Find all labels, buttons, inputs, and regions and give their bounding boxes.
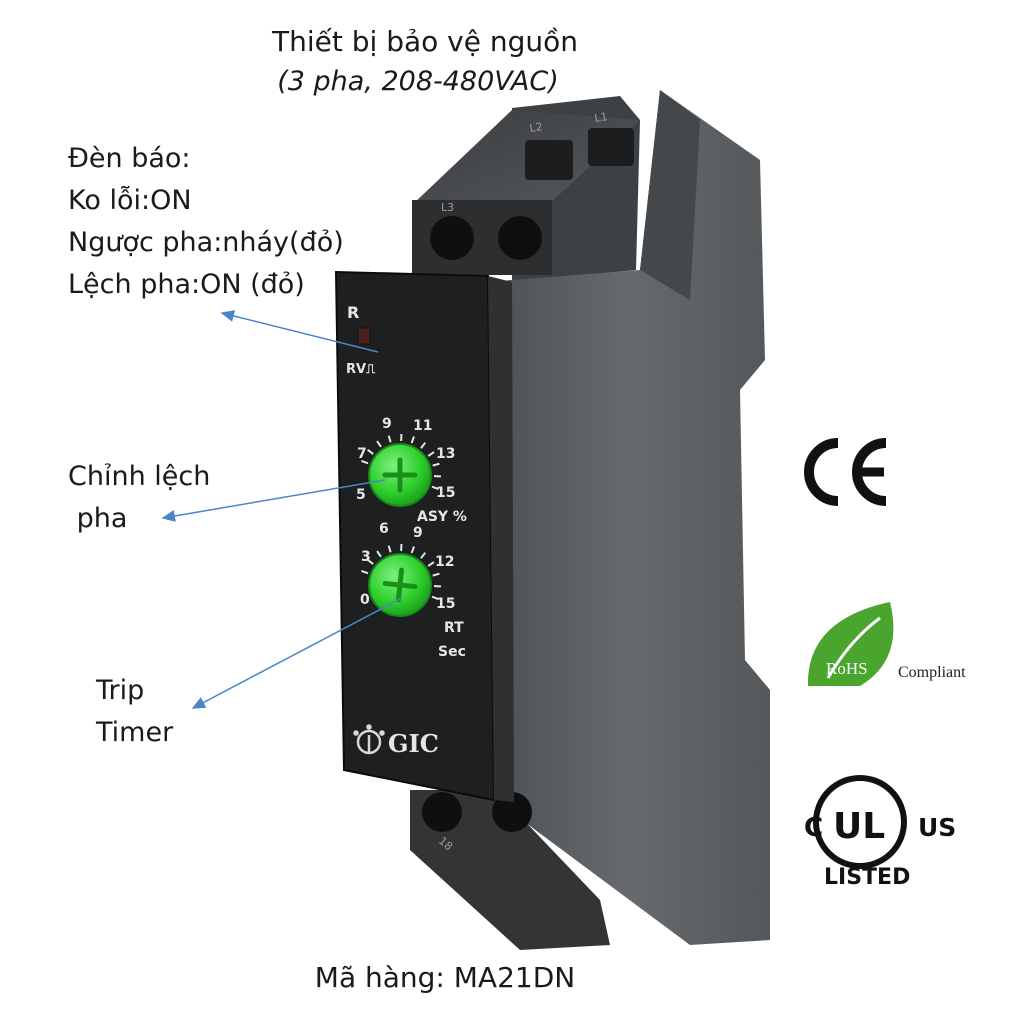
- terminal-label-l1: L1: [594, 110, 609, 125]
- rt-adjust-knob[interactable]: [368, 553, 432, 617]
- indicator-line: Ngược pha:nháy(đỏ): [68, 227, 344, 258]
- asy-scale-label: 11: [413, 418, 432, 434]
- indicator-line: Lệch pha:ON (đỏ): [68, 269, 305, 300]
- indicator-callout-arrow: [220, 310, 379, 353]
- rohs-mark: RoHS Compliant: [807, 602, 966, 686]
- terminal-screw-hole: [498, 216, 542, 260]
- dial-tick: [387, 545, 392, 553]
- dial-tick: [427, 451, 435, 457]
- asymmetry-line: Chỉnh lệch: [68, 461, 211, 492]
- ul-mark-label: UL: [833, 806, 885, 847]
- housing-rib: [640, 90, 700, 300]
- gic-logo-icon: [353, 724, 385, 755]
- dial-tick: [432, 462, 440, 467]
- bottom-terminal: [410, 790, 610, 950]
- asy-scale-label: 13: [436, 446, 455, 462]
- dial-tick: [367, 558, 374, 565]
- ul-c-label: C: [804, 813, 823, 843]
- title: Thiết bị bảo vệ nguồn: [272, 25, 578, 58]
- rohs-label: RoHS: [826, 659, 868, 678]
- terminal-label-l2: L2: [529, 120, 544, 135]
- dial-tick: [376, 550, 382, 558]
- dial-tick: [361, 570, 369, 575]
- rt-scale-label: 6: [379, 521, 389, 537]
- rt-caption: RT: [444, 620, 464, 636]
- rt-dial-ticks: [361, 543, 442, 600]
- asy-scale-label: 15: [436, 485, 455, 501]
- trip-timer-line: Trip: [96, 675, 145, 706]
- led-label: R: [347, 303, 359, 322]
- rohs-compliant-label: Compliant: [898, 664, 966, 681]
- dial-tick: [432, 572, 440, 577]
- asy-caption: ASY %: [417, 509, 467, 525]
- asy-scale-label: 9: [382, 416, 392, 432]
- rt-scale-label: 3: [361, 549, 371, 565]
- dial-tick: [376, 440, 382, 448]
- terminal-screw-hole: [422, 792, 462, 832]
- indicator-legend: Đèn báo: Ko lỗi:ON Ngược pha:nháy(đỏ) Lệ…: [68, 138, 344, 306]
- rt-dial-scale: 0 3 6 9 12 15 RT Sec: [360, 521, 466, 660]
- dial-tick: [410, 436, 415, 444]
- front-panel-edge: [488, 276, 514, 802]
- rt-caption: Sec: [438, 644, 466, 660]
- dial-tick: [431, 485, 439, 490]
- dial-tick: [431, 595, 439, 600]
- asy-scale-label: 7: [357, 446, 367, 462]
- dial-tick: [427, 561, 435, 567]
- rt-scale-label: 15: [436, 596, 455, 612]
- status-led: [357, 327, 371, 345]
- product-code: Mã hàng: MA21DN: [314, 961, 576, 994]
- asy-adjust-knob[interactable]: [368, 443, 432, 507]
- terminal-screw-hole: [588, 128, 634, 166]
- dial-tick: [387, 435, 392, 443]
- rt-scale-label: 0: [360, 592, 370, 608]
- indicator-line: Ko lỗi:ON: [68, 185, 192, 216]
- asymmetry-callout-arrow: [161, 479, 386, 522]
- asymmetry-label: Chỉnh lệch pha: [68, 456, 210, 540]
- rt-scale-label: 12: [435, 554, 454, 570]
- terminal-screw-hole: [492, 792, 532, 832]
- housing-side: [486, 90, 770, 945]
- terminal-screw-hole: [525, 140, 573, 180]
- dial-tick: [420, 442, 427, 449]
- led-sub-label: RV⎍: [346, 362, 376, 377]
- ul-listed-label: LISTED: [824, 865, 910, 890]
- brand-name: GIC: [388, 729, 439, 758]
- rt-scale-label: 9: [413, 525, 423, 541]
- dial-tick: [367, 448, 374, 455]
- asymmetry-line: pha: [68, 503, 128, 534]
- trip-timer-line: Timer: [96, 717, 174, 748]
- asy-dial-ticks: [361, 433, 442, 490]
- trip-timer-callout-arrow: [191, 597, 403, 709]
- subtitle: (3 pha, 208-480VAC): [277, 66, 559, 97]
- ce-mark: [804, 438, 887, 506]
- dial-tick: [361, 460, 369, 465]
- terminal-screw-hole: [430, 216, 474, 260]
- ul-listed-mark: C UL US LISTED: [804, 775, 956, 890]
- dial-tick: [410, 546, 415, 554]
- terminal-label-l3: L3: [441, 201, 454, 214]
- asy-scale-label: 5: [356, 487, 366, 503]
- indicator-line: Đèn báo:: [68, 143, 191, 174]
- asy-dial-scale: 5 7 9 11 13 15 ASY %: [356, 416, 467, 525]
- ul-us-label: US: [918, 813, 956, 842]
- dial-tick: [420, 552, 427, 559]
- trip-timer-label: Trip Timer: [96, 670, 173, 754]
